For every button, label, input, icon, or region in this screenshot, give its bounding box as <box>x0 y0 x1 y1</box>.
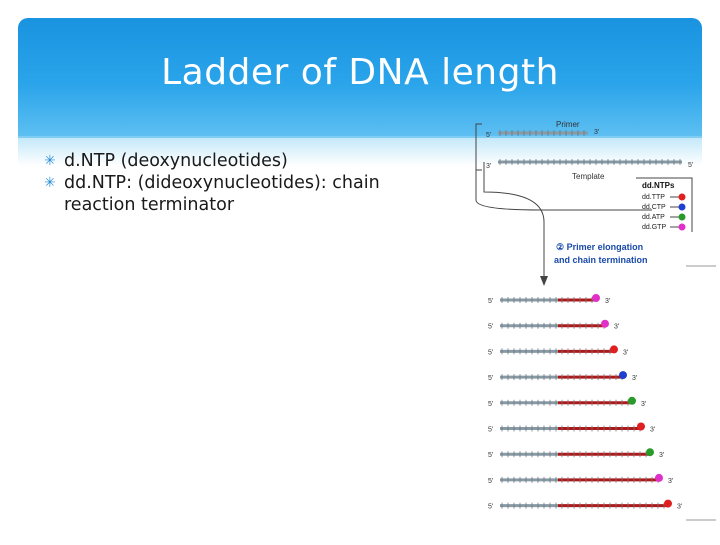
ddntp-legend-dot <box>678 213 686 221</box>
asterisk-bullet-icon: ✳ <box>44 153 56 169</box>
fragment-3-label: 3' <box>677 504 682 511</box>
fragment-3-label: 3' <box>632 375 637 382</box>
slide-title: Ladder of DNA length <box>161 52 559 93</box>
bullet-list: ✳ d.NTP (deoxynucleotides) ✳ dd.NTP: (di… <box>44 150 444 216</box>
bullet-item: ✳ dd.NTP: (dideoxynucleotides): chain re… <box>44 172 444 216</box>
title-banner <box>18 18 702 166</box>
fragment-5-label: 5' <box>488 401 493 408</box>
fragment-5-label: 5' <box>488 452 493 459</box>
fragment-5-label: 5' <box>488 375 493 382</box>
fragment-3-label: 3' <box>650 427 655 434</box>
fragment-3-label: 3' <box>623 349 628 356</box>
terminator-dot <box>655 473 663 482</box>
ddntp-label: dd.TTP <box>642 194 665 201</box>
ddntp-legend: dd.TTP dd.CTP dd.ATP dd.GTP <box>642 193 686 231</box>
bullet-text: dd.NTP: (dideoxynucleotides): chain reac… <box>64 173 380 215</box>
primer-3-label: 3' <box>594 129 599 136</box>
ddntp-legend-dot <box>678 193 686 201</box>
terminator-dot <box>637 422 645 431</box>
bullet-text: d.NTP (deoxynucleotides) <box>64 151 288 171</box>
flow-arrow-line <box>483 162 545 282</box>
arrow-head-icon <box>540 276 548 286</box>
ddntp-label: dd.CTP <box>642 204 666 211</box>
template-ticks <box>499 159 681 165</box>
fragment-3-label: 3' <box>614 324 619 331</box>
bullet-item: ✳ d.NTP (deoxynucleotides) <box>44 150 444 172</box>
ddntp-legend-dot <box>678 223 686 231</box>
ddntps-box <box>636 177 693 232</box>
step-label-line1: ② Primer elongation <box>556 242 643 252</box>
ddntps-title: dd.NTPs <box>642 181 675 190</box>
figure-canvas: Primer 5' 3' 3' 5' Template dd.NTPs dd.T… <box>475 120 716 521</box>
asterisk-bullet-icon: ✳ <box>44 175 56 191</box>
template-3-label: 3' <box>486 163 491 170</box>
fragment-3-label: 3' <box>641 401 646 408</box>
terminator-dot <box>619 371 627 380</box>
fragment-5-label: 5' <box>488 349 493 356</box>
primer-label: Primer <box>556 120 580 129</box>
connector-line <box>475 170 652 211</box>
fragment-ladder: 5' 3' 5' 3' 5' 3' 5' 3' 5' 3' 5' 3' 5' 3' 5' 3' 5' 3' <box>488 294 682 511</box>
step-label-line2: and chain termination <box>554 255 648 265</box>
terminator-dot <box>628 396 636 405</box>
fragment-5-label: 5' <box>488 298 493 305</box>
fragment-5-label: 5' <box>488 427 493 434</box>
sanger-sequencing-figure: Primer 5' 3' 3' 5' Template dd.NTPs dd.T… <box>470 112 720 540</box>
primer-5-label: 5' <box>486 132 491 139</box>
ddntp-label: dd.GTP <box>642 224 666 231</box>
fragment-3-label: 3' <box>659 452 664 459</box>
fragment-5-label: 5' <box>488 324 493 331</box>
terminator-dot <box>592 294 600 302</box>
ddntp-label: dd.ATP <box>642 214 665 221</box>
fragment-5-label: 5' <box>488 504 493 511</box>
fragment-3-label: 3' <box>668 478 673 485</box>
template-label: Template <box>572 172 605 181</box>
terminator-dot <box>601 319 609 328</box>
terminator-dot <box>610 345 618 354</box>
fragment-3-label: 3' <box>605 298 610 305</box>
bracket-line <box>475 123 482 171</box>
template-5-label: 5' <box>688 162 693 169</box>
primer-ticks <box>499 130 585 136</box>
terminator-dot <box>664 499 672 508</box>
ddntp-legend-dot <box>678 203 686 211</box>
terminator-dot <box>646 448 654 457</box>
fragment-5-label: 5' <box>488 478 493 485</box>
